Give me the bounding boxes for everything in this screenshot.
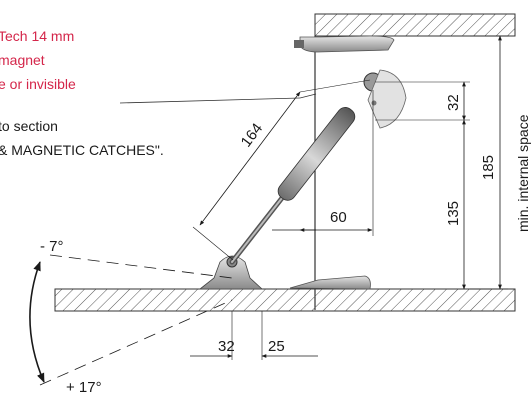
dimension-32-bottom-label: 32 bbox=[218, 338, 235, 355]
gas-spring-icon bbox=[229, 72, 383, 265]
dimension-60-label: 60 bbox=[330, 209, 347, 226]
dimension-60: 60 bbox=[272, 90, 374, 236]
dimension-135: 135 bbox=[445, 119, 466, 290]
dimension-32-top: 32 bbox=[375, 81, 470, 121]
dimension-164-label: 164 bbox=[238, 120, 267, 150]
note-line-1: to section bbox=[0, 118, 58, 134]
bottom-panel bbox=[54, 288, 516, 312]
catch-plate-icon bbox=[289, 275, 371, 290]
callout-leader-2 bbox=[299, 93, 317, 99]
dimension-32-top-label: 32 bbox=[445, 94, 462, 111]
angle-down-label: + 17° bbox=[66, 379, 102, 396]
internal-space-label: min. internal space bbox=[515, 114, 531, 232]
angle-lines bbox=[39, 254, 233, 386]
note-line-2: & MAGNETIC CATCHES". bbox=[0, 142, 164, 158]
dimension-bottom: 32 25 bbox=[190, 311, 318, 360]
top-panel bbox=[314, 13, 516, 310]
dimension-135-label: 135 bbox=[445, 201, 462, 226]
dimension-25-label: 25 bbox=[268, 338, 285, 355]
callout-line-2: magnet bbox=[0, 52, 45, 68]
callout-line-1: Tech 14 mm bbox=[0, 28, 74, 44]
magnet-icon bbox=[294, 35, 395, 53]
dimension-164: 164 bbox=[192, 79, 371, 261]
dimension-185-label: 185 bbox=[480, 155, 497, 180]
dimension-185: 185 bbox=[470, 35, 508, 290]
callout-line-3: e or invisible bbox=[0, 76, 76, 92]
angle-up-label: - 7° bbox=[40, 238, 64, 255]
callout-leader bbox=[119, 97, 301, 104]
lid-bracket-icon bbox=[367, 69, 407, 129]
rotation-arc-icon bbox=[29, 261, 45, 383]
